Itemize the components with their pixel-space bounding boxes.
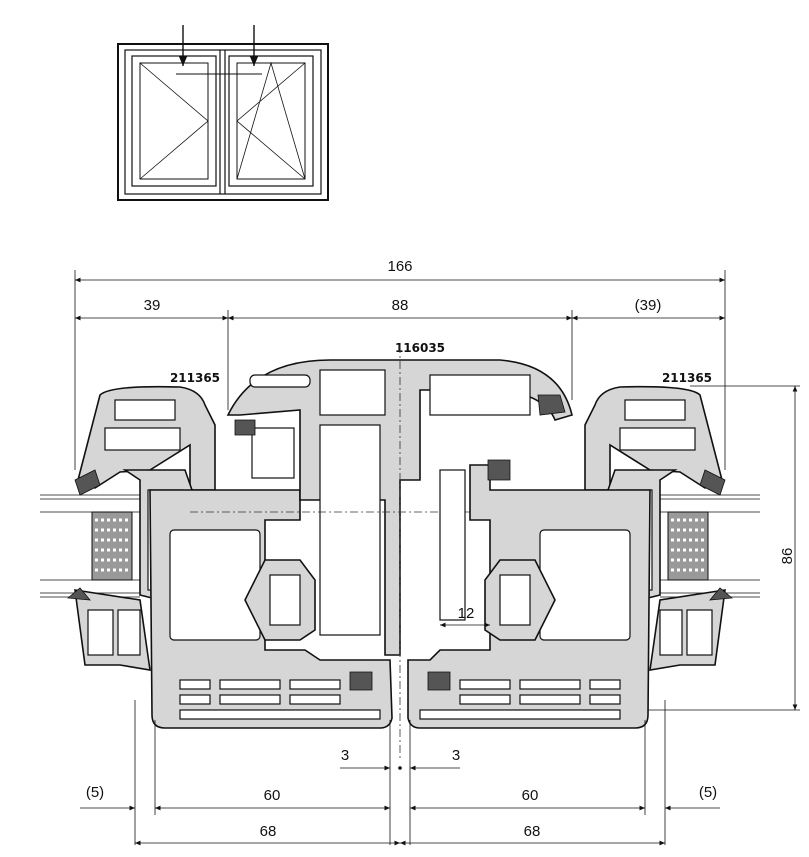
glazing-left xyxy=(40,494,140,598)
right-side-profiles xyxy=(407,385,733,729)
dim-right-gap: 3 xyxy=(452,747,460,764)
dim-middle-part: 88 xyxy=(392,297,409,314)
left-sash-code: 211365 xyxy=(170,371,220,385)
bottom-dimensions: 3 3 (5) 60 60 (5) 68 68 xyxy=(80,700,720,846)
dim-gap: 12 xyxy=(458,605,475,622)
glazing-right xyxy=(660,494,760,598)
dim-left-frame: 60 xyxy=(264,787,281,804)
top-dimensions: 166 39 88 (39) xyxy=(74,258,726,470)
dim-right-offset: (5) xyxy=(699,784,717,801)
dim-left-offset: (5) xyxy=(86,784,104,801)
window-elevation-icon xyxy=(117,25,329,201)
dim-left-gap: 3 xyxy=(341,747,349,764)
dim-left-part: 39 xyxy=(144,297,161,314)
mullion-code: 116035 xyxy=(395,341,445,355)
dim-right-part: (39) xyxy=(635,297,662,314)
left-frame-profile xyxy=(149,489,393,729)
dim-overall-width: 166 xyxy=(387,258,412,275)
dim-left-total: 68 xyxy=(260,823,277,840)
gap-dimension: 12 xyxy=(440,605,490,628)
dim-right-frame: 60 xyxy=(522,787,539,804)
dim-right-total: 68 xyxy=(524,823,541,840)
height-dimension: 86 xyxy=(640,385,800,711)
left-hardware xyxy=(244,559,316,641)
right-sash-code: 211365 xyxy=(662,371,712,385)
dim-height: 86 xyxy=(779,548,796,565)
